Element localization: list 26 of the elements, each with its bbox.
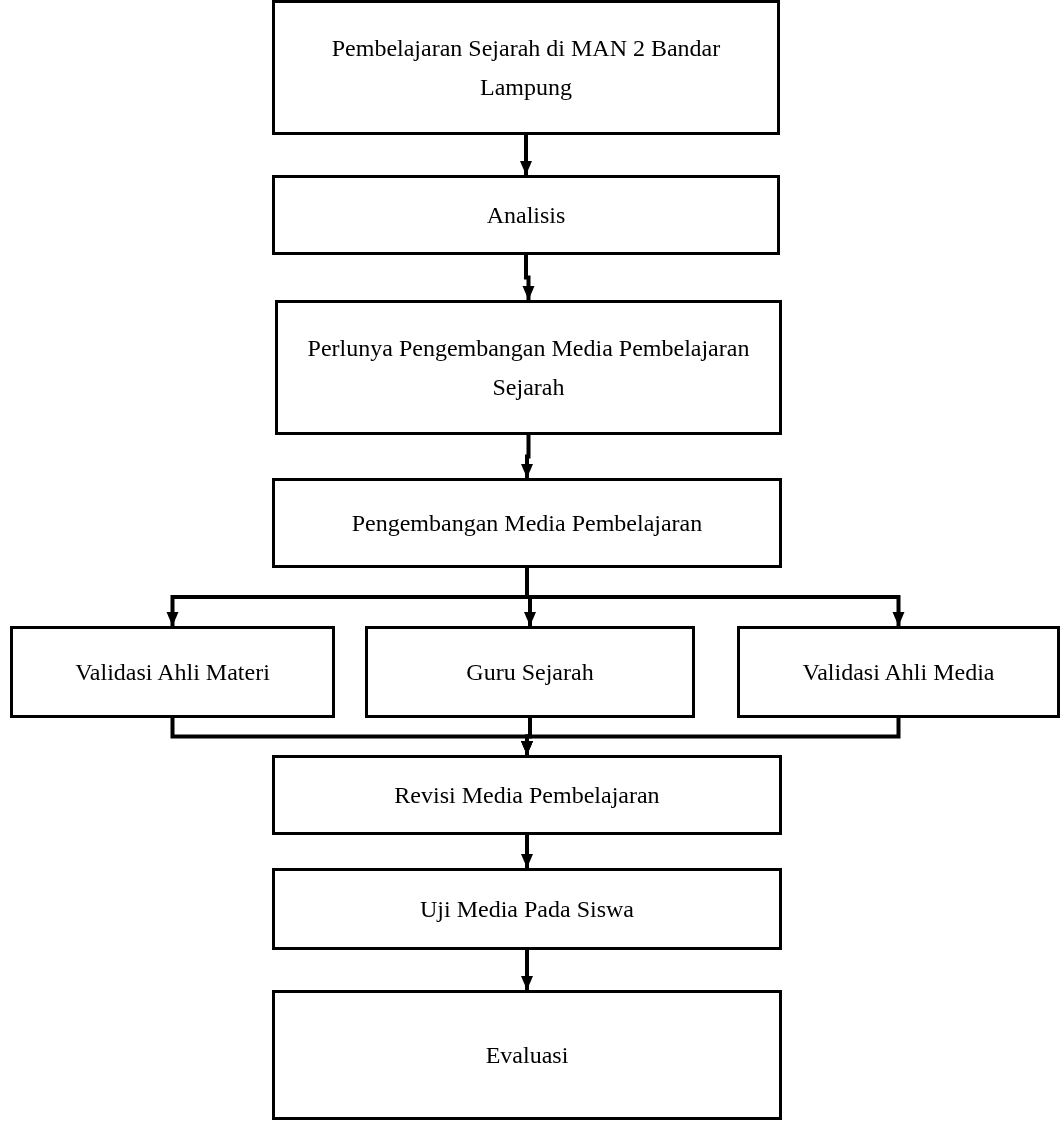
process-box	[272, 175, 780, 255]
box-label: Perlunya Pengembangan Media Pembelajaran Sejarah	[306, 334, 751, 402]
process-box	[272, 0, 780, 135]
box-label: Analisis	[486, 200, 566, 230]
box-label: Revisi Media Pembelajaran	[394, 780, 660, 810]
process-box	[365, 626, 695, 718]
box-label: Guru Sejarah	[466, 657, 594, 687]
process-box	[737, 626, 1060, 718]
box-label: Pembelajaran Sejarah di MAN 2 Bandar Lampung	[330, 34, 722, 102]
process-box	[272, 990, 782, 1120]
box-label: Evaluasi	[485, 1040, 569, 1070]
box-label: Validasi Ahli Media	[802, 657, 995, 687]
arrow	[521, 835, 533, 868]
arrow	[521, 950, 533, 990]
arrow	[522, 255, 535, 300]
box-label: Pengembangan Media Pembelajaran	[351, 508, 703, 538]
box-label: Uji Media Pada Siswa	[420, 894, 634, 924]
arrow	[525, 568, 905, 626]
process-box	[272, 868, 782, 950]
process-box	[10, 626, 335, 718]
arrow	[521, 435, 533, 478]
process-box	[272, 755, 782, 835]
process-box	[272, 478, 782, 568]
process-box	[275, 300, 782, 435]
arrow	[520, 135, 532, 175]
box-label: Validasi Ahli Materi	[75, 657, 270, 687]
